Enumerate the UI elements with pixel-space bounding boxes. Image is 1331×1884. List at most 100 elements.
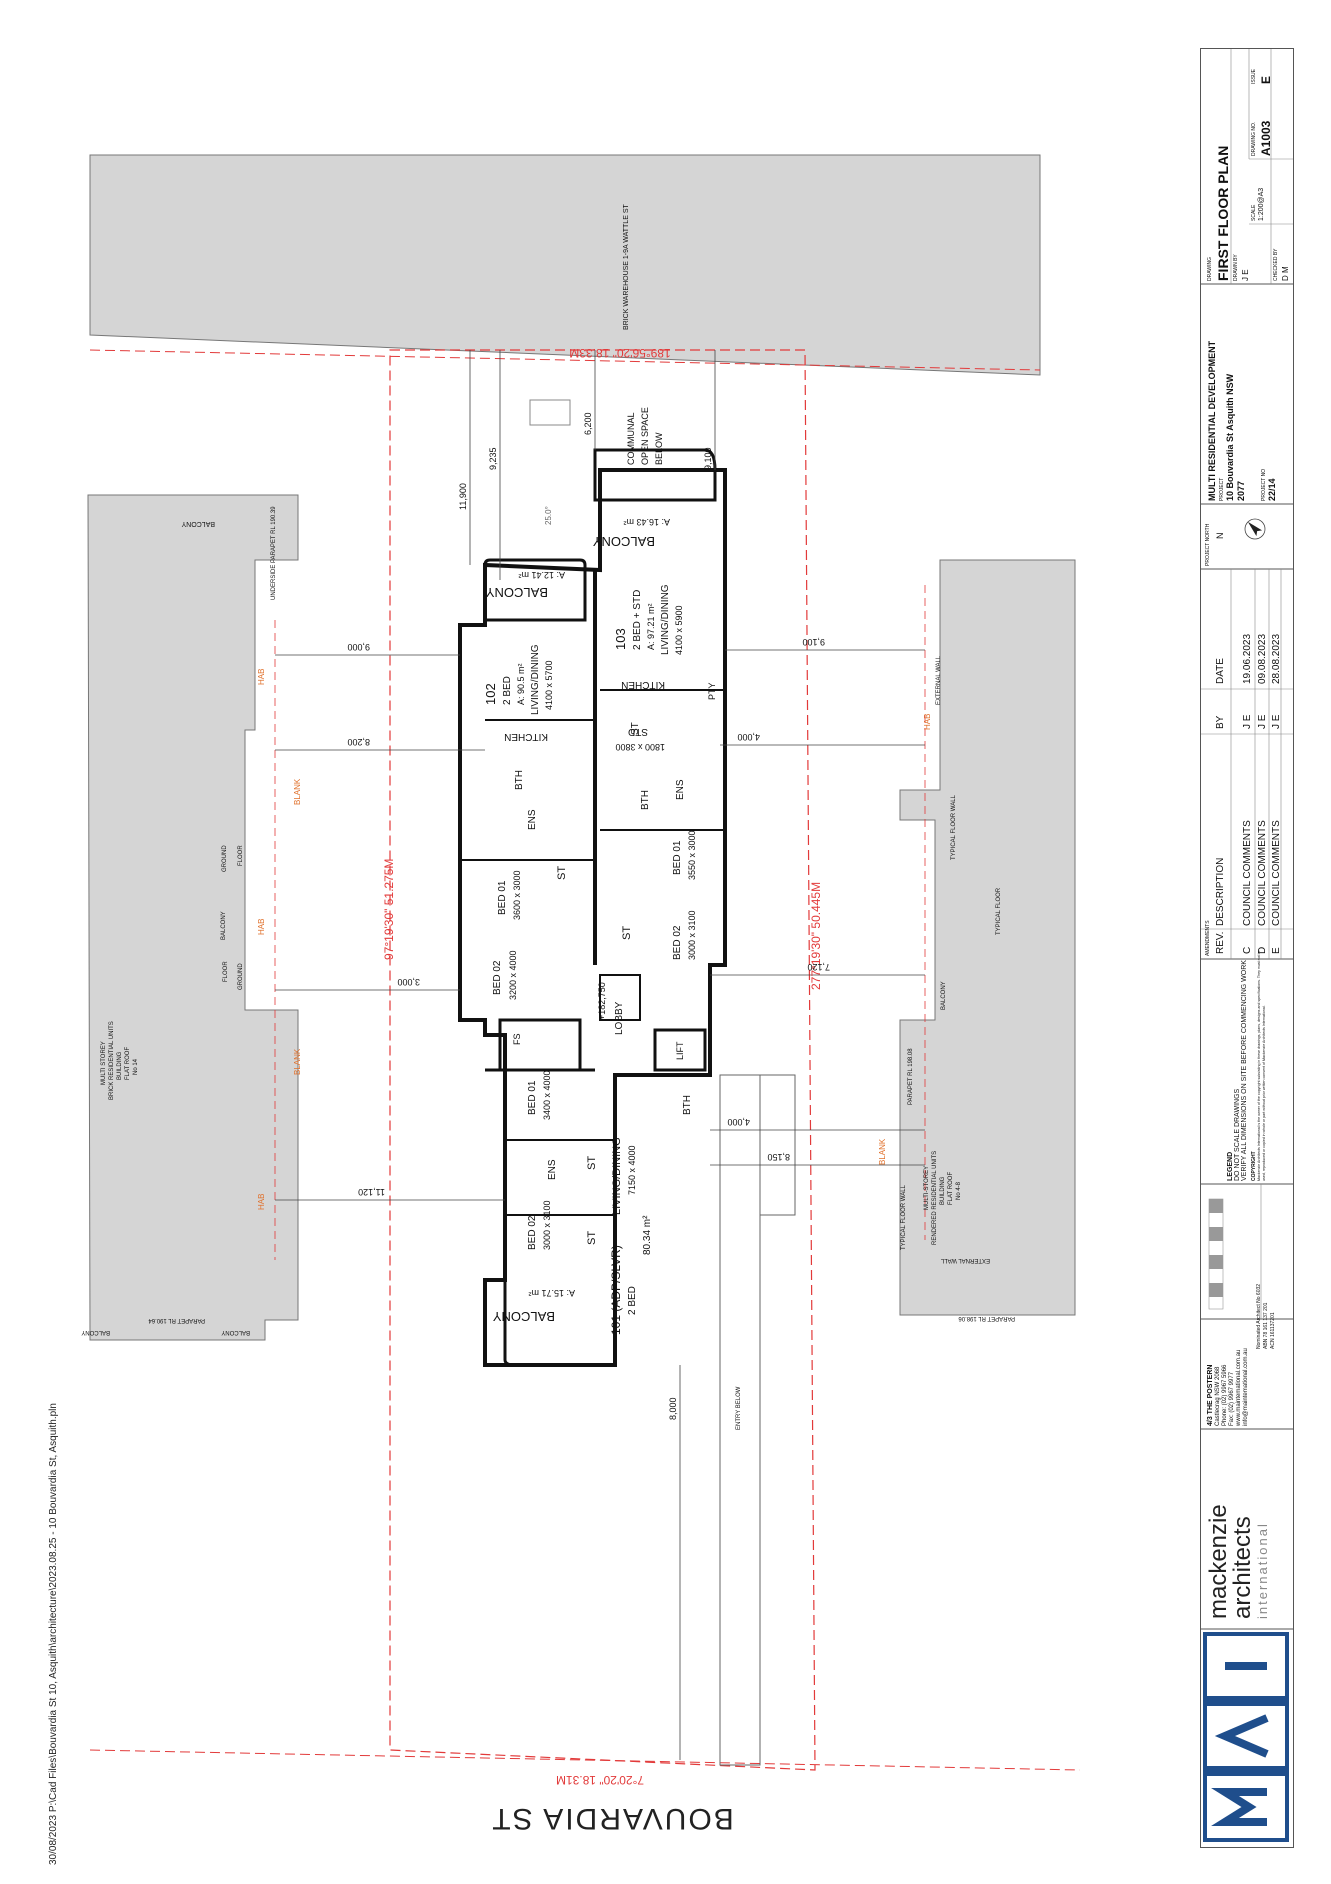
dimension-lines [275, 350, 925, 1760]
west-building-line3: BUILDING [117, 1051, 123, 1080]
u101-living-dim: 7150 x 4000 [627, 1145, 637, 1195]
west-hab-3: HAB [257, 1194, 266, 1210]
office-line-1: Castlecrag NSW 2068 [1215, 1366, 1221, 1426]
u102-st: ST [556, 866, 568, 880]
u103-type: 2 BED + STD [632, 590, 643, 650]
header-rev: REV. [1215, 931, 1226, 954]
u103-pty: PTY [707, 682, 717, 700]
fs-label: FS [512, 1033, 522, 1045]
amendment-rev-c: C [1242, 946, 1253, 954]
south-boundary-line [89, 1749, 1081, 1771]
u102-kitchen: KITCHEN [504, 731, 548, 742]
header-description: DESCRIPTION [1215, 857, 1226, 926]
east-typical-floor-wall-2: TYPICAL FLOOR WALL [901, 1184, 907, 1250]
note-1: DO NOT SCALE DRAWINGS [1234, 1088, 1241, 1181]
file-path: 30/08/2023 P:\Cad Files\Bouvardia St 10,… [48, 1403, 59, 1865]
u103-bed01: BED 01 [672, 840, 683, 875]
u103-bth: BTH [640, 790, 651, 810]
u101-bed01: BED 01 [527, 1080, 538, 1115]
site-boundary [389, 349, 816, 1771]
u103-living-dim: 4100 x 5900 [674, 605, 684, 655]
angle-label: 25.0° [544, 506, 553, 525]
u102-bed02: BED 02 [492, 960, 503, 995]
project-no: 22/14 [1267, 478, 1277, 501]
east-building-line1: MULTI-STOREY [924, 1166, 930, 1210]
drawing-no-label: DRAWING NO. [1251, 121, 1257, 156]
copyright-text: Mackenzie Architects International is th… [1257, 950, 1266, 1181]
u103-name: 103 [613, 628, 628, 650]
dim-4000-east: 4,000 [737, 732, 760, 742]
west-building-line4: FLAT ROOF [125, 1047, 131, 1080]
communal-open-space-line2: OPEN SPACE [640, 407, 650, 465]
u103-bed02: BED 02 [672, 925, 683, 960]
u103-ens: ENS [675, 779, 686, 800]
u101-bth: BTH [682, 1095, 693, 1115]
amendment-by-e: J E [1271, 714, 1282, 729]
u101-name: 101 (ADP/SLVR) [609, 1245, 623, 1335]
u102-bed01-dim: 3600 x 3000 [512, 870, 522, 920]
amendment-date-e: 28.08.2023 [1271, 633, 1282, 684]
nominated-line-3: ACN 161137201 [1270, 1312, 1276, 1349]
nominated-line-2: ABN 78 161 137 201 [1263, 1302, 1269, 1349]
east-parapet-2: PARAPET RL 198.06 [958, 1315, 1015, 1321]
west-boundary-label: 97°19'30" 51.275M [382, 859, 396, 960]
west-hab-1: HAB [257, 669, 266, 685]
west-hab-2: HAB [257, 919, 266, 935]
south-boundary-label: 7°20'20" 18.31M [556, 1773, 644, 1787]
office-line-3: Fax: (02) 9967 9977 [1229, 1371, 1235, 1426]
east-building-line4: FLAT ROOF [948, 1172, 954, 1205]
amendments-label: AMENDMENTS [1205, 920, 1211, 956]
drawn-by-label: DRAWN BY [1233, 254, 1239, 281]
building-footprint [458, 468, 727, 1367]
header-by: BY [1215, 715, 1226, 729]
nominated-line-1: Nominated Architect No 6032 [1256, 1283, 1262, 1349]
east-hab: HAB [923, 714, 932, 730]
u102-bed02-dim: 3200 x 4000 [508, 950, 518, 1000]
dim-9100: 9,100 [703, 447, 713, 470]
west-floor-2: FLOOR [223, 961, 229, 982]
u103-st1: ST [630, 722, 641, 735]
u102-area: A: 90.5 m² [516, 663, 526, 705]
u102-bth: BTH [514, 770, 525, 790]
dim-8200: 8,200 [347, 737, 370, 747]
north-neighbour-building [89, 154, 1041, 376]
west-balcony-top: BALCONY [181, 520, 215, 527]
u103-bed02-dim: 3000 x 3100 [687, 910, 697, 960]
east-neighbour-building [899, 559, 1076, 1316]
scale-value: 1:200@A3 [1258, 187, 1265, 221]
east-typical-floor-wall-1: TYPICAL FLOOR WALL [951, 794, 957, 860]
dim-3000: 3,000 [397, 977, 420, 987]
u101-area: 80.34 m² [642, 1215, 653, 1255]
dim-8000: 8,000 [668, 1397, 678, 1420]
west-building-line2: BRICK RESIDENTIAL UNITS [109, 1021, 115, 1100]
checked-by-label: CHECKED BY [1273, 248, 1279, 281]
u101-bed02-dim: 3000 x 3100 [542, 1200, 552, 1250]
u101-ens: ENS [547, 1159, 558, 1180]
north-boundary-line [89, 349, 1041, 371]
u101-living: LIVING/DINING [611, 1137, 623, 1215]
office-line-5: info@maintemational.com.au [1243, 1348, 1249, 1426]
drawn-by: J E [1241, 269, 1250, 281]
amendment-desc-d: COUNCIL COMMENTS [1257, 820, 1268, 926]
scale-label: SCALE [1251, 204, 1257, 221]
title-block-grid [1201, 49, 1293, 1630]
drawing-title: FIRST FLOOR PLAN [1215, 145, 1231, 281]
project-address-1: 10 Bouvardia St Asquith NSW [1225, 373, 1235, 501]
project-north-label: PROJECT NORTH [1205, 523, 1211, 566]
amendment-desc-e: COUNCIL COMMENTS [1271, 820, 1282, 926]
amendment-by-d: J E [1257, 714, 1268, 729]
u103-living: LIVING/DINING [660, 584, 671, 655]
west-building-line5: No 14 [133, 1058, 139, 1075]
u103-std: STD [628, 726, 648, 737]
office-name: 4/3 THE POSTERN [1207, 1364, 1214, 1426]
u101-st2: ST [586, 1231, 598, 1245]
u102-name: 102 [483, 683, 498, 705]
west-balcony-mid: BALCONY [221, 911, 227, 940]
dim-9235: 9,235 [488, 447, 498, 470]
east-building-line3: BUILDING [940, 1176, 946, 1205]
project-type: MULTI RESIDENTIAL DEVELOPMENT [1207, 340, 1217, 501]
drawing-label: DRAWING [1207, 257, 1213, 281]
lobby-label: LOBBY [614, 1001, 625, 1035]
dim-8150: 8,150 [767, 1152, 790, 1162]
communal-open-space-line1: COMMUNAL [626, 412, 636, 465]
